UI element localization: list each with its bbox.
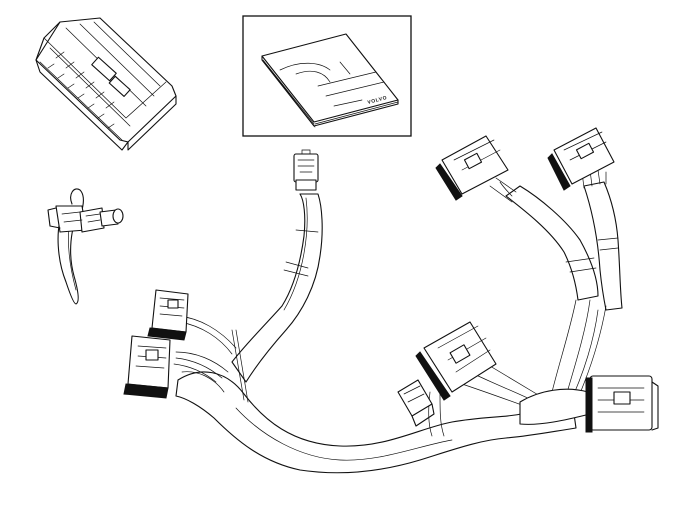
connector-left-upper (147, 289, 189, 341)
connector-housing-part (35, 17, 177, 151)
harness-right-branch-a (505, 185, 599, 301)
connector-right-upper-b (547, 127, 615, 191)
manual-brand-text: VOLVO (367, 95, 388, 106)
connector-right-lower (585, 375, 659, 433)
small-connector-top (293, 149, 319, 191)
installation-manual-part: VOLVO (242, 15, 412, 137)
harness-left-branch (231, 193, 323, 383)
harness-main-sheath (175, 371, 577, 474)
connector-center-small (397, 379, 435, 427)
connector-left-lower (123, 335, 171, 399)
cable-clip-part (47, 188, 124, 305)
wiring-harness-part (173, 169, 623, 474)
harness-right-branch-b (583, 181, 623, 311)
connector-right-upper-a (435, 135, 509, 201)
connector-center-large (415, 321, 497, 401)
